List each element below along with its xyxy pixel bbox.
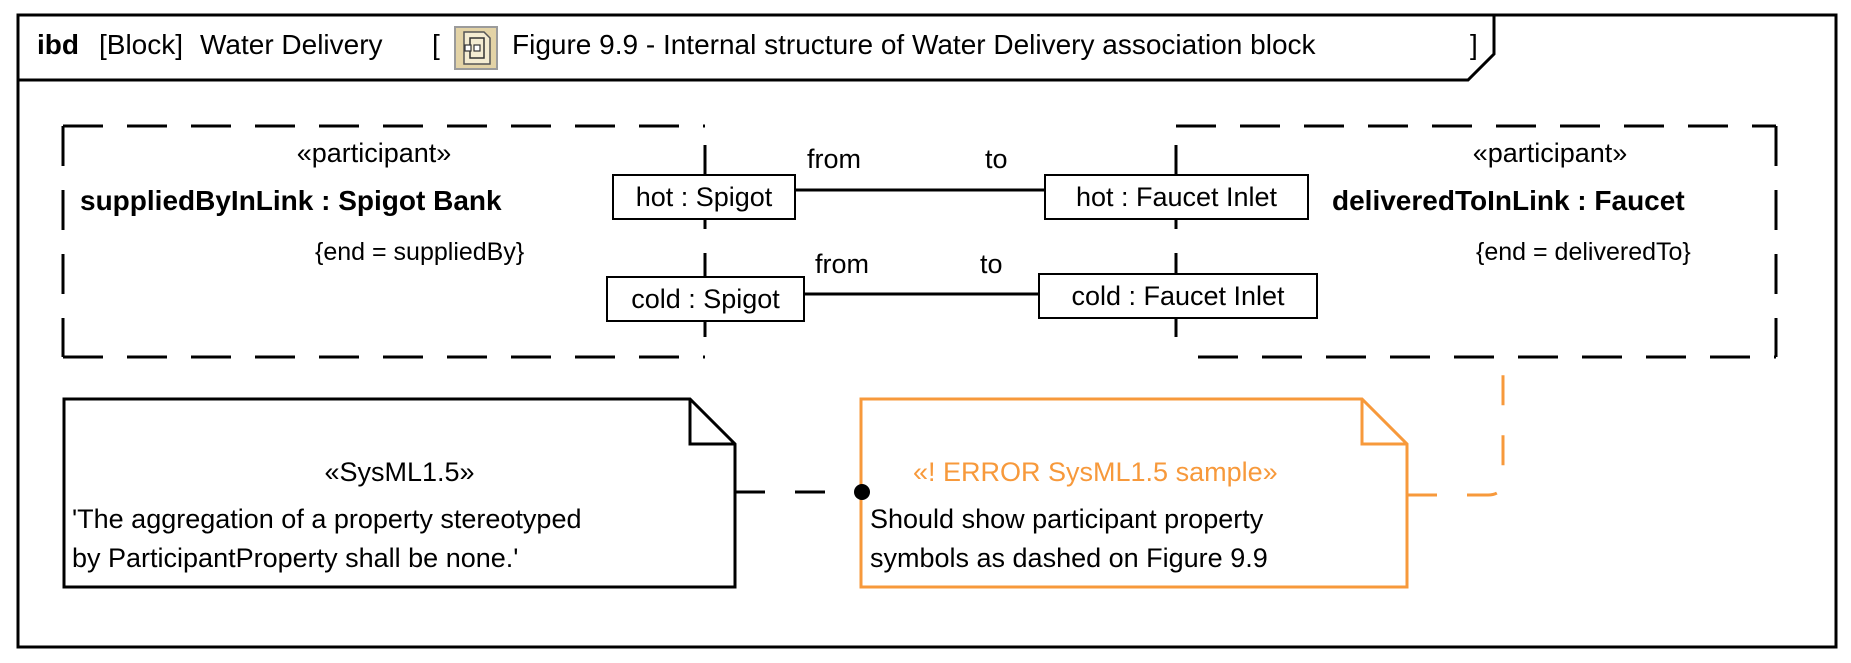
diagram-frame [16, 13, 1838, 649]
note-sysml-stereotype: «SysML1.5» [324, 457, 475, 487]
participant-name-delivered: deliveredToInLink : Faucet [1332, 185, 1685, 216]
ibd-diagram-icon[interactable] [454, 26, 498, 70]
part-cold-faucet-inlet[interactable]: cold : Faucet Inlet [1038, 273, 1318, 319]
note-fold-icon [688, 399, 735, 446]
part-hot-faucet-inlet[interactable]: hot : Faucet Inlet [1044, 174, 1309, 220]
participant-stereotype-supplied: «participant» [296, 138, 452, 168]
anchor-dot-icon [854, 484, 870, 500]
role-hot-from: from [807, 144, 861, 174]
participant-box-delivered[interactable] [1174, 124, 1778, 359]
frame-title: Figure 9.9 - Internal structure of Water… [512, 29, 1316, 60]
frame-open-bracket: [ [432, 29, 440, 60]
frame-kind: ibd [37, 29, 79, 60]
note-error-stereotype: «! ERROR SysML1.5 sample» [913, 457, 1278, 487]
error-anchor-line [1407, 357, 1505, 497]
part-cold-spigot[interactable]: cold : Spigot [606, 276, 805, 322]
note-sysml-line-2: by ParticipantProperty shall be none.' [72, 543, 519, 573]
role-hot-to: to [985, 144, 1008, 174]
role-cold-to: to [980, 249, 1003, 279]
note-error-body[interactable] [859, 397, 1409, 589]
note-sysml-line-1: 'The aggregation of a property stereotyp… [72, 504, 582, 534]
note-error-fold-icon [1360, 399, 1407, 446]
frame-close-bracket: ] [1470, 29, 1478, 60]
role-cold-from: from [815, 249, 869, 279]
part-hot-spigot[interactable]: hot : Spigot [612, 174, 796, 220]
participant-stereotype-delivered: «participant» [1472, 138, 1628, 168]
note-error-line-2: symbols as dashed on Figure 9.9 [870, 543, 1268, 573]
participant-name-supplied: suppliedByInLink : Spigot Bank [80, 185, 502, 216]
note-sysml-body[interactable] [62, 397, 737, 589]
note-error-line-1: Should show participant property [870, 504, 1264, 534]
participant-constraint-supplied: {end = suppliedBy} [315, 238, 525, 266]
frame-name: Water Delivery [200, 29, 383, 60]
frame-element-type: [Block] [99, 29, 184, 60]
participant-constraint-delivered: {end = deliveredTo} [1476, 238, 1691, 266]
frame-header-tab [18, 15, 1496, 82]
